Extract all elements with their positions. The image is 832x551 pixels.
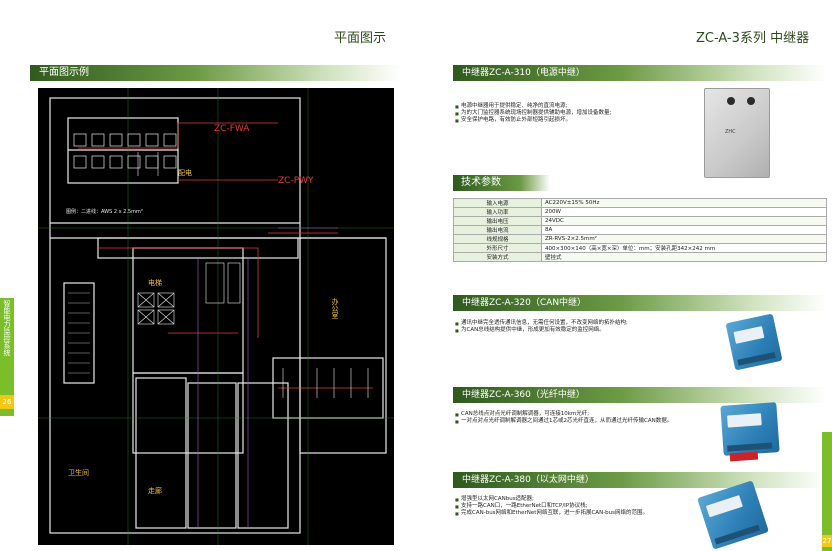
plan-label-fwa: ZC-FWA [214,124,250,134]
spec-value: 24VDC [541,216,827,226]
side-tab-label: 智能电力监控系统 [3,300,11,356]
bullet-item: 电源中继器用于提供稳定、纯净的直流电源; [455,103,611,110]
bullets-zc-a-380: 增强型以太网CANbus适配器; 支持一路CAN口，一路EtherNet口和TC… [455,496,648,517]
page-number-right: 27 [822,535,832,547]
terminal-block [727,442,773,452]
module-label [733,326,765,344]
table-row: 安装方式壁挂式 [453,252,827,262]
side-tab-right [822,432,832,551]
bullets-zc-a-310: 电源中继器用于提供稳定、纯净的直流电源; 为的大门监控器系统现场控制器提供辅助电… [455,103,611,124]
zc-a-310-power-box-image: ZHC [704,88,770,178]
module-label [705,495,743,518]
left-page: 平面图示 [334,31,387,46]
section-bar-zc-a-360: 中继器ZC-A-360（光纤中继） [453,387,826,403]
plan-label-core: 电梯 [148,279,162,287]
section-bar-zc-a-320: 中继器ZC-A-320（CAN中继） [453,295,826,311]
bullet-item: 安全保护电路，有效防止外部短路引起损坏。 [455,117,611,124]
section-bar-zc-a-380: 中继器ZC-A-380（以太网中继） [453,472,826,488]
zc-a-360-module-image [720,402,780,462]
plan-label-fwy: ZC-PWY [278,176,314,186]
plan-label-bottom-right: 走廊 [148,487,162,495]
indicator-icon [747,97,755,105]
spec-key: 输入功率 [453,207,542,217]
spec-title: 技术参数 [453,175,550,191]
device-logo: ZHC [725,129,736,135]
plan-label-right-room: 办公室 [331,298,339,319]
section-bar-zc-a-310: 中继器ZC-A-310（电源中继） [453,65,826,81]
spec-key: 输出电流 [453,225,542,235]
bullet-item: 为CAN总线结构提供中继，形成更加有效稳定的监控网络。 [455,327,628,334]
section-bar-floor-plan: 平面图示例 [30,65,400,81]
spec-key: 外形尺寸 [453,243,542,253]
bullet-item: 一对点对点光纤调制解调器之间通过1芯或2芯光纤直连，从而通过光纤传输CAN数据。 [455,418,672,425]
spec-key: 输入电源 [453,198,542,208]
side-tab [0,298,14,416]
bullet-item: 通讯中继完全透传通讯信息，无需任何设置，不改变网络的拓扑结构; [455,320,628,327]
spec-value: ZR-RVS-2×2.5mm² [541,234,827,244]
floor-plan-drawing [38,88,394,545]
bullet-item: 增强型以太网CANbus适配器; [455,496,648,503]
spec-key: 线规规格 [453,234,542,244]
spec-key: 安装方式 [453,252,542,262]
indicator-icon [727,97,735,105]
spec-value: AC220V±15% 50Hz [541,198,827,208]
spec-value: 8A [541,225,827,235]
plan-label-bottom-left: 卫生间 [68,469,89,477]
spec-value: 400×300×140（高×宽×深）单位：mm；安装孔距342×242 mm [541,243,827,253]
bullet-item: 支持一路CAN口，一路EtherNet口和TCP/IP协议栈; [455,503,648,510]
page-number-left: 26 [0,395,14,409]
bullet-item: CAN总线点对点光纤调制解调器，可连接10km光纤; [455,411,672,418]
zc-a-320-module-image [725,313,783,371]
spec-value: 壁挂式 [541,252,827,262]
plan-label-power: 配电 [178,169,192,177]
page-title-right: ZC-A-3系列 中继器 [696,31,810,46]
bullet-item: 为的大门监控器系统现场控制器提供辅助电源，增加设备数量; [455,110,611,117]
right-page: ZC-A-3系列 中继器 [416,0,832,551]
page-title: 平面图示 [334,31,387,46]
floor-plan: ZC-FWA ZC-PWY 配电 图例：二进线：AWS 2 x 2.5mm² 电… [38,88,394,545]
module-label [727,413,762,428]
bullets-zc-a-360: CAN总线点对点光纤调制解调器，可连接10km光纤; 一对点对点光纤调制解调器之… [455,411,672,425]
bullets-zc-a-320: 通讯中继完全透传通讯信息，无需任何设置，不改变网络的拓扑结构; 为CAN总线结构… [455,320,628,334]
bullet-item: 完成CAN-bus网络和EtherNet网络互联，进一步拓展CAN-bus网络的… [455,510,648,517]
spec-value: 200W [541,207,827,217]
spec-key: 输出电压 [453,216,542,226]
plan-label-legend: 图例：二进线：AWS 2 x 2.5mm² [66,209,143,215]
